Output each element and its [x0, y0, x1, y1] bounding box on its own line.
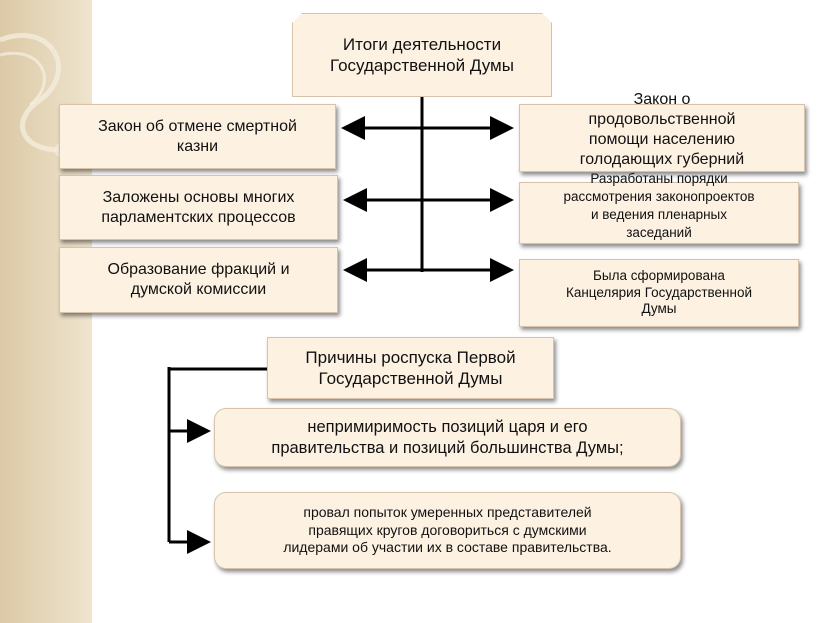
dissolution-title-line: Причины роспуска Первой: [305, 347, 516, 367]
reason-box-irreconcilable-positions: непримиримость позиций царя и его правит…: [214, 408, 681, 467]
dissolution-title-box: Причины роспуска Первой Государственной …: [267, 337, 554, 399]
results-title-line: Государственной Думы: [330, 56, 514, 75]
result-text-line: рассмотрения законопроектов: [563, 189, 755, 205]
result-text-line: голодающих губерний: [579, 151, 745, 168]
result-text-line: заседаний: [626, 224, 692, 240]
result-text-line: Закон об отмене смертной: [98, 117, 297, 135]
result-text-line: Была сформирована: [593, 267, 725, 283]
result-box-parliamentary-processes: Заложены основы многих парламентских про…: [59, 175, 338, 240]
result-box-factions: Образование фракций и думской комиссии: [59, 247, 338, 313]
result-text-line: Образование фракций и: [107, 261, 290, 278]
results-title-line: Итоги деятельности: [342, 34, 502, 54]
reason-text-line: правительства и позиций большинства Думы…: [271, 438, 624, 457]
result-text-line: Заложены основы многих: [102, 188, 295, 206]
result-text-line: Думы: [641, 301, 677, 317]
result-box-death-penalty: Закон об отмене смертной казни: [59, 104, 336, 169]
result-text-line: парламентских процессов: [101, 208, 296, 226]
result-text-line: Канцелярия Государственной: [565, 284, 753, 300]
result-text-line: Закон о: [633, 91, 691, 108]
result-box-procedures: Разработаны порядки рассмотрения законоп…: [519, 171, 799, 244]
reason-text-line: правящих кругов договориться с думскими: [308, 521, 587, 538]
result-text-line: помощи населению: [588, 131, 736, 148]
result-box-food-aid-law: Закон о продовольственной помощи населен…: [519, 91, 805, 172]
reason-text-line: непримиримость позиций царя и его: [307, 417, 588, 436]
dissolution-title-line: Государственной Думы: [318, 369, 503, 388]
result-box-chancellery: Была сформирована Канцелярия Государстве…: [519, 259, 799, 327]
result-text-line: думской комиссии: [130, 281, 267, 298]
result-text-line: и ведения пленарных: [590, 207, 728, 222]
result-text-line: продовольственной: [588, 111, 736, 128]
reason-text-line: провал попыток умеренных представителей: [303, 504, 592, 521]
reason-box-failed-negotiations: провал попыток умеренных представителей …: [214, 492, 681, 569]
reason-text-line: лидерами об участии их в составе правите…: [283, 539, 612, 556]
result-text-line: казни: [176, 137, 219, 155]
results-title-box: Итоги деятельности Государственной Думы: [292, 13, 552, 97]
result-text-line: Разработаны порядки: [590, 171, 728, 187]
